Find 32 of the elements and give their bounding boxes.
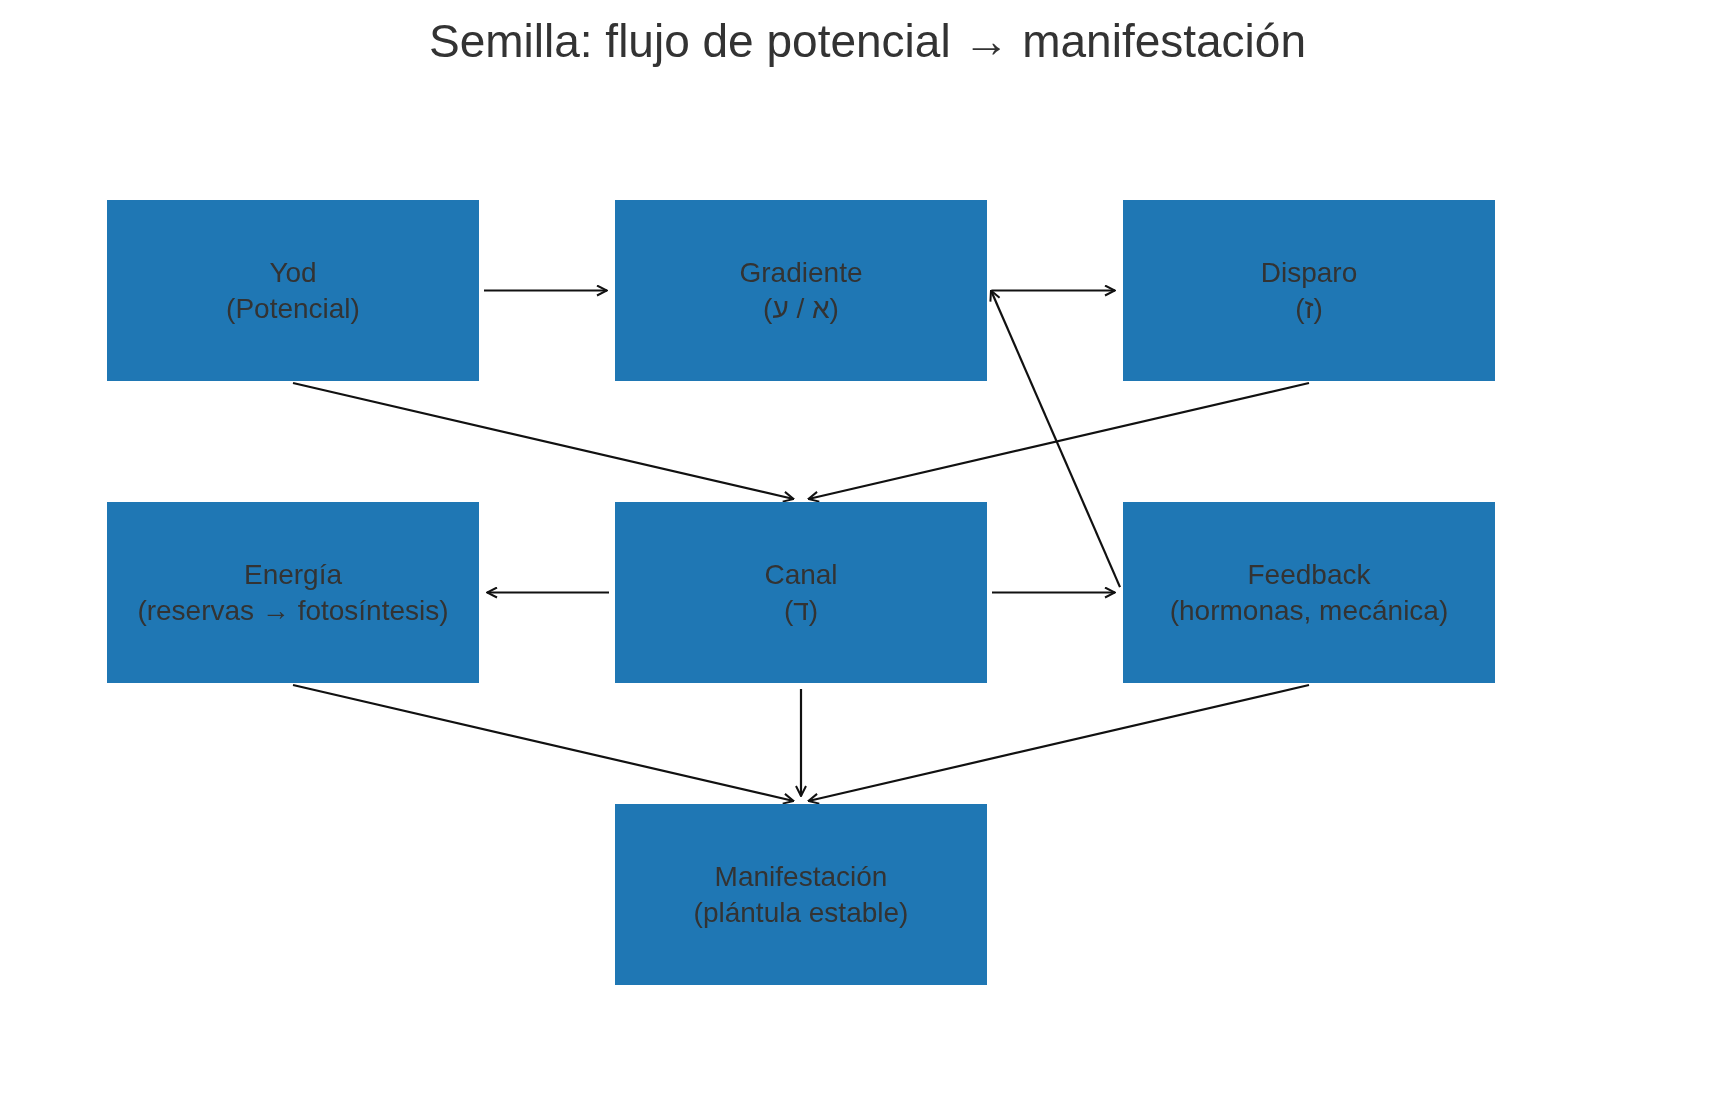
process-box xyxy=(1123,502,1495,683)
node-subtitle: (א / ע) xyxy=(763,291,839,326)
node-title: Feedback xyxy=(1247,557,1371,592)
process-box xyxy=(1123,200,1495,381)
arrow xyxy=(992,586,1116,599)
node-subtitle: (hormonas, mecánica) xyxy=(1169,593,1449,628)
arrow xyxy=(292,381,795,503)
node-title: Gradiente xyxy=(739,255,863,290)
arrow xyxy=(992,284,1116,297)
arrow xyxy=(484,284,608,297)
node-subtitle: (ד) xyxy=(783,593,819,628)
node-subtitle: (plántula estable) xyxy=(693,895,909,930)
arrow xyxy=(795,689,807,797)
node-title: Disparo xyxy=(1260,255,1358,290)
process-box xyxy=(615,200,987,381)
arrow xyxy=(292,683,795,805)
process-box xyxy=(615,502,987,683)
process-box xyxy=(107,502,479,683)
arrow xyxy=(486,586,609,599)
diagram-title: Semilla: flujo de potencial → manifestación xyxy=(428,14,1307,68)
node-title: Energía xyxy=(243,557,343,592)
node-title: Yod xyxy=(269,255,317,290)
process-box xyxy=(615,804,987,985)
arrow xyxy=(807,381,1310,503)
node-title: Manifestación xyxy=(714,859,888,894)
node-title: Canal xyxy=(764,557,838,592)
node-subtitle: (Potencial) xyxy=(226,291,360,326)
process-box xyxy=(107,200,479,381)
arrow xyxy=(807,683,1310,805)
node-subtitle: (ז) xyxy=(1295,291,1323,326)
arrow xyxy=(989,289,1121,588)
node-subtitle: (reservas → fotosíntesis) xyxy=(137,593,449,628)
